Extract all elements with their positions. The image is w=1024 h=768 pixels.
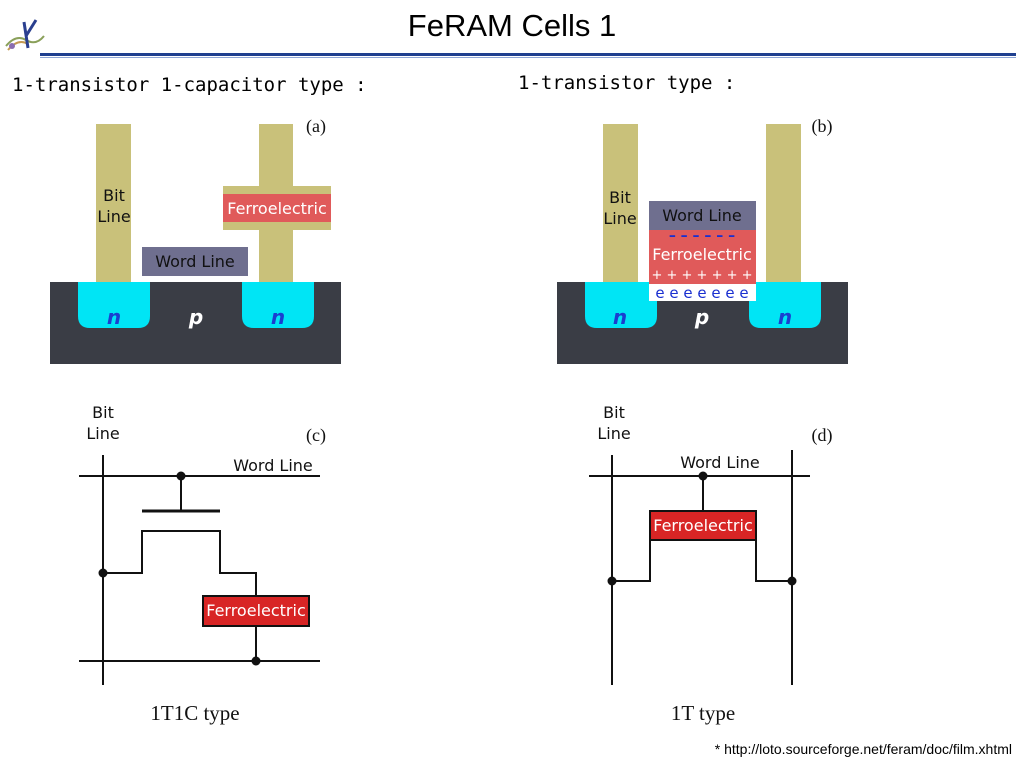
p-label-a: p xyxy=(188,305,203,329)
word-line-label-c: Word Line xyxy=(233,456,313,475)
source-column-b xyxy=(766,124,801,282)
ferroelectric-label-d: Ferroelectric xyxy=(653,516,753,535)
n-region-right-a xyxy=(242,282,314,328)
node-gate-c xyxy=(176,471,186,481)
electrons-b: e e e e e e e xyxy=(655,284,748,302)
bit-line-label-1-b: Bit xyxy=(609,188,631,207)
ferroelectric-label-c: Ferroelectric xyxy=(206,601,306,620)
bit-line-label-1-a: Bit xyxy=(103,186,125,205)
word-line-label-b: Word Line xyxy=(662,206,742,225)
channel-right-d xyxy=(755,540,792,582)
node-plate-c xyxy=(251,656,261,666)
ferroelectric-label-a: Ferroelectric xyxy=(227,199,327,218)
bit-line-label-2-d: Line xyxy=(597,424,630,443)
ferroelectric-label-b: Ferroelectric xyxy=(652,245,752,264)
dashes-b: – – – – – – xyxy=(669,228,735,244)
node-bitline-d xyxy=(607,576,617,586)
panel-d xyxy=(589,450,810,685)
node-bitline-c xyxy=(98,568,108,578)
panel-c xyxy=(79,455,320,685)
word-line-label-d: Word Line xyxy=(680,453,760,472)
panel-tag-a: (a) xyxy=(306,116,326,137)
ferroelectric-box-d xyxy=(649,510,757,541)
p-label-b: p xyxy=(694,305,709,329)
panel-tag-c: (c) xyxy=(306,425,326,446)
node-gate-d xyxy=(698,471,708,481)
n-label-left-b: n xyxy=(613,305,627,329)
title-rule xyxy=(40,53,1016,56)
n-region-left-b xyxy=(585,282,657,328)
word-line-label-a: Word Line xyxy=(155,252,235,271)
ferroelectric-box-c xyxy=(202,595,310,627)
channel-wire-c xyxy=(103,530,257,596)
bit-line-label-2-a: Line xyxy=(97,207,130,226)
bit-line-label-1-c: Bit xyxy=(92,403,114,422)
bit-line-column-b xyxy=(603,124,638,282)
panel-b: Bit Line Word Line – – – – – – Ferroelec… xyxy=(557,116,848,364)
page-title: FeRAM Cells 1 xyxy=(407,8,617,43)
bit-line-label-2-c: Line xyxy=(86,424,119,443)
logo-icon xyxy=(5,19,45,51)
panel-tag-b: (b) xyxy=(812,116,833,137)
title-rule-light xyxy=(40,57,1016,58)
n-label-right-b: n xyxy=(778,305,792,329)
left-heading: 1-transistor 1-capacitor type : xyxy=(12,74,367,96)
footnote-source: * http://loto.sourceforge.net/feram/doc/… xyxy=(714,741,1012,757)
channel-left-d xyxy=(612,540,651,582)
ferroelectric-box-a xyxy=(223,194,331,222)
word-line-box-a xyxy=(142,247,248,276)
word-line-box-b xyxy=(649,201,756,230)
n-region-right-b xyxy=(749,282,821,328)
caption-c: 1T1C type xyxy=(150,701,239,725)
node-source-d xyxy=(787,576,797,586)
electron-layer-b xyxy=(649,284,756,301)
ferroelectric-box-b xyxy=(649,230,756,284)
n-label-left-a: n xyxy=(107,305,121,329)
caption-d: 1T type xyxy=(671,701,735,725)
bit-line-label-1-d: Bit xyxy=(603,403,625,422)
n-region-left-a xyxy=(78,282,150,328)
bit-line-label-2-b: Line xyxy=(603,209,636,228)
n-label-right-a: n xyxy=(271,305,285,329)
right-heading: 1-transistor type : xyxy=(518,72,736,94)
bit-line-column-a xyxy=(96,124,131,282)
panel-tag-d: (d) xyxy=(812,425,833,446)
panel-a: Bit Line Ferroelectric Word Line n p n (… xyxy=(50,116,341,364)
pluses-b: + + + + + + + xyxy=(651,268,752,283)
